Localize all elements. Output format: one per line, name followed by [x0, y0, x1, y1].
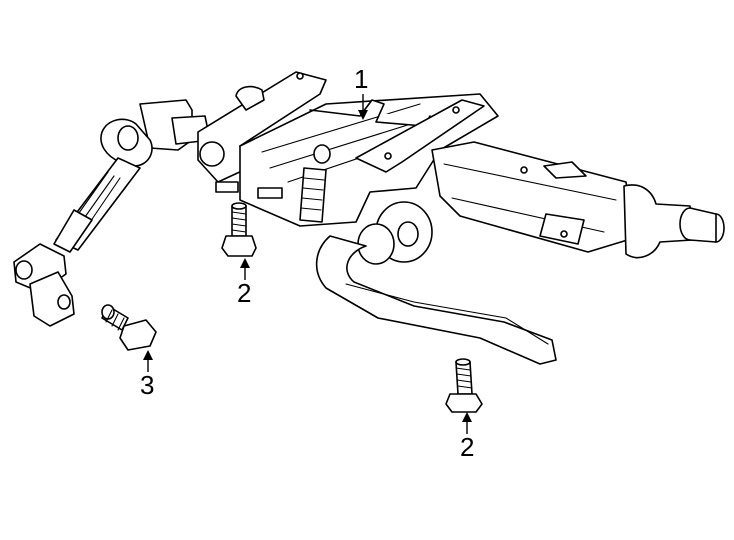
intermediate-shaft	[13, 99, 211, 327]
callout-label-3: 3	[140, 370, 154, 400]
callout-label-2b: 2	[460, 432, 474, 462]
callout-label-1: 1	[354, 64, 368, 94]
callout-label-2a: 2	[237, 278, 251, 308]
tilt-lever	[315, 235, 557, 365]
callout-3: 3	[140, 350, 154, 400]
bolt-2-lower	[445, 358, 483, 413]
bolt-2-upper	[221, 202, 257, 257]
callout-2-lower: 2	[460, 412, 474, 462]
callout-1: 1	[354, 64, 368, 120]
callout-2-upper: 2	[237, 258, 251, 308]
steering-column	[197, 71, 725, 265]
bolt-3	[101, 304, 157, 351]
